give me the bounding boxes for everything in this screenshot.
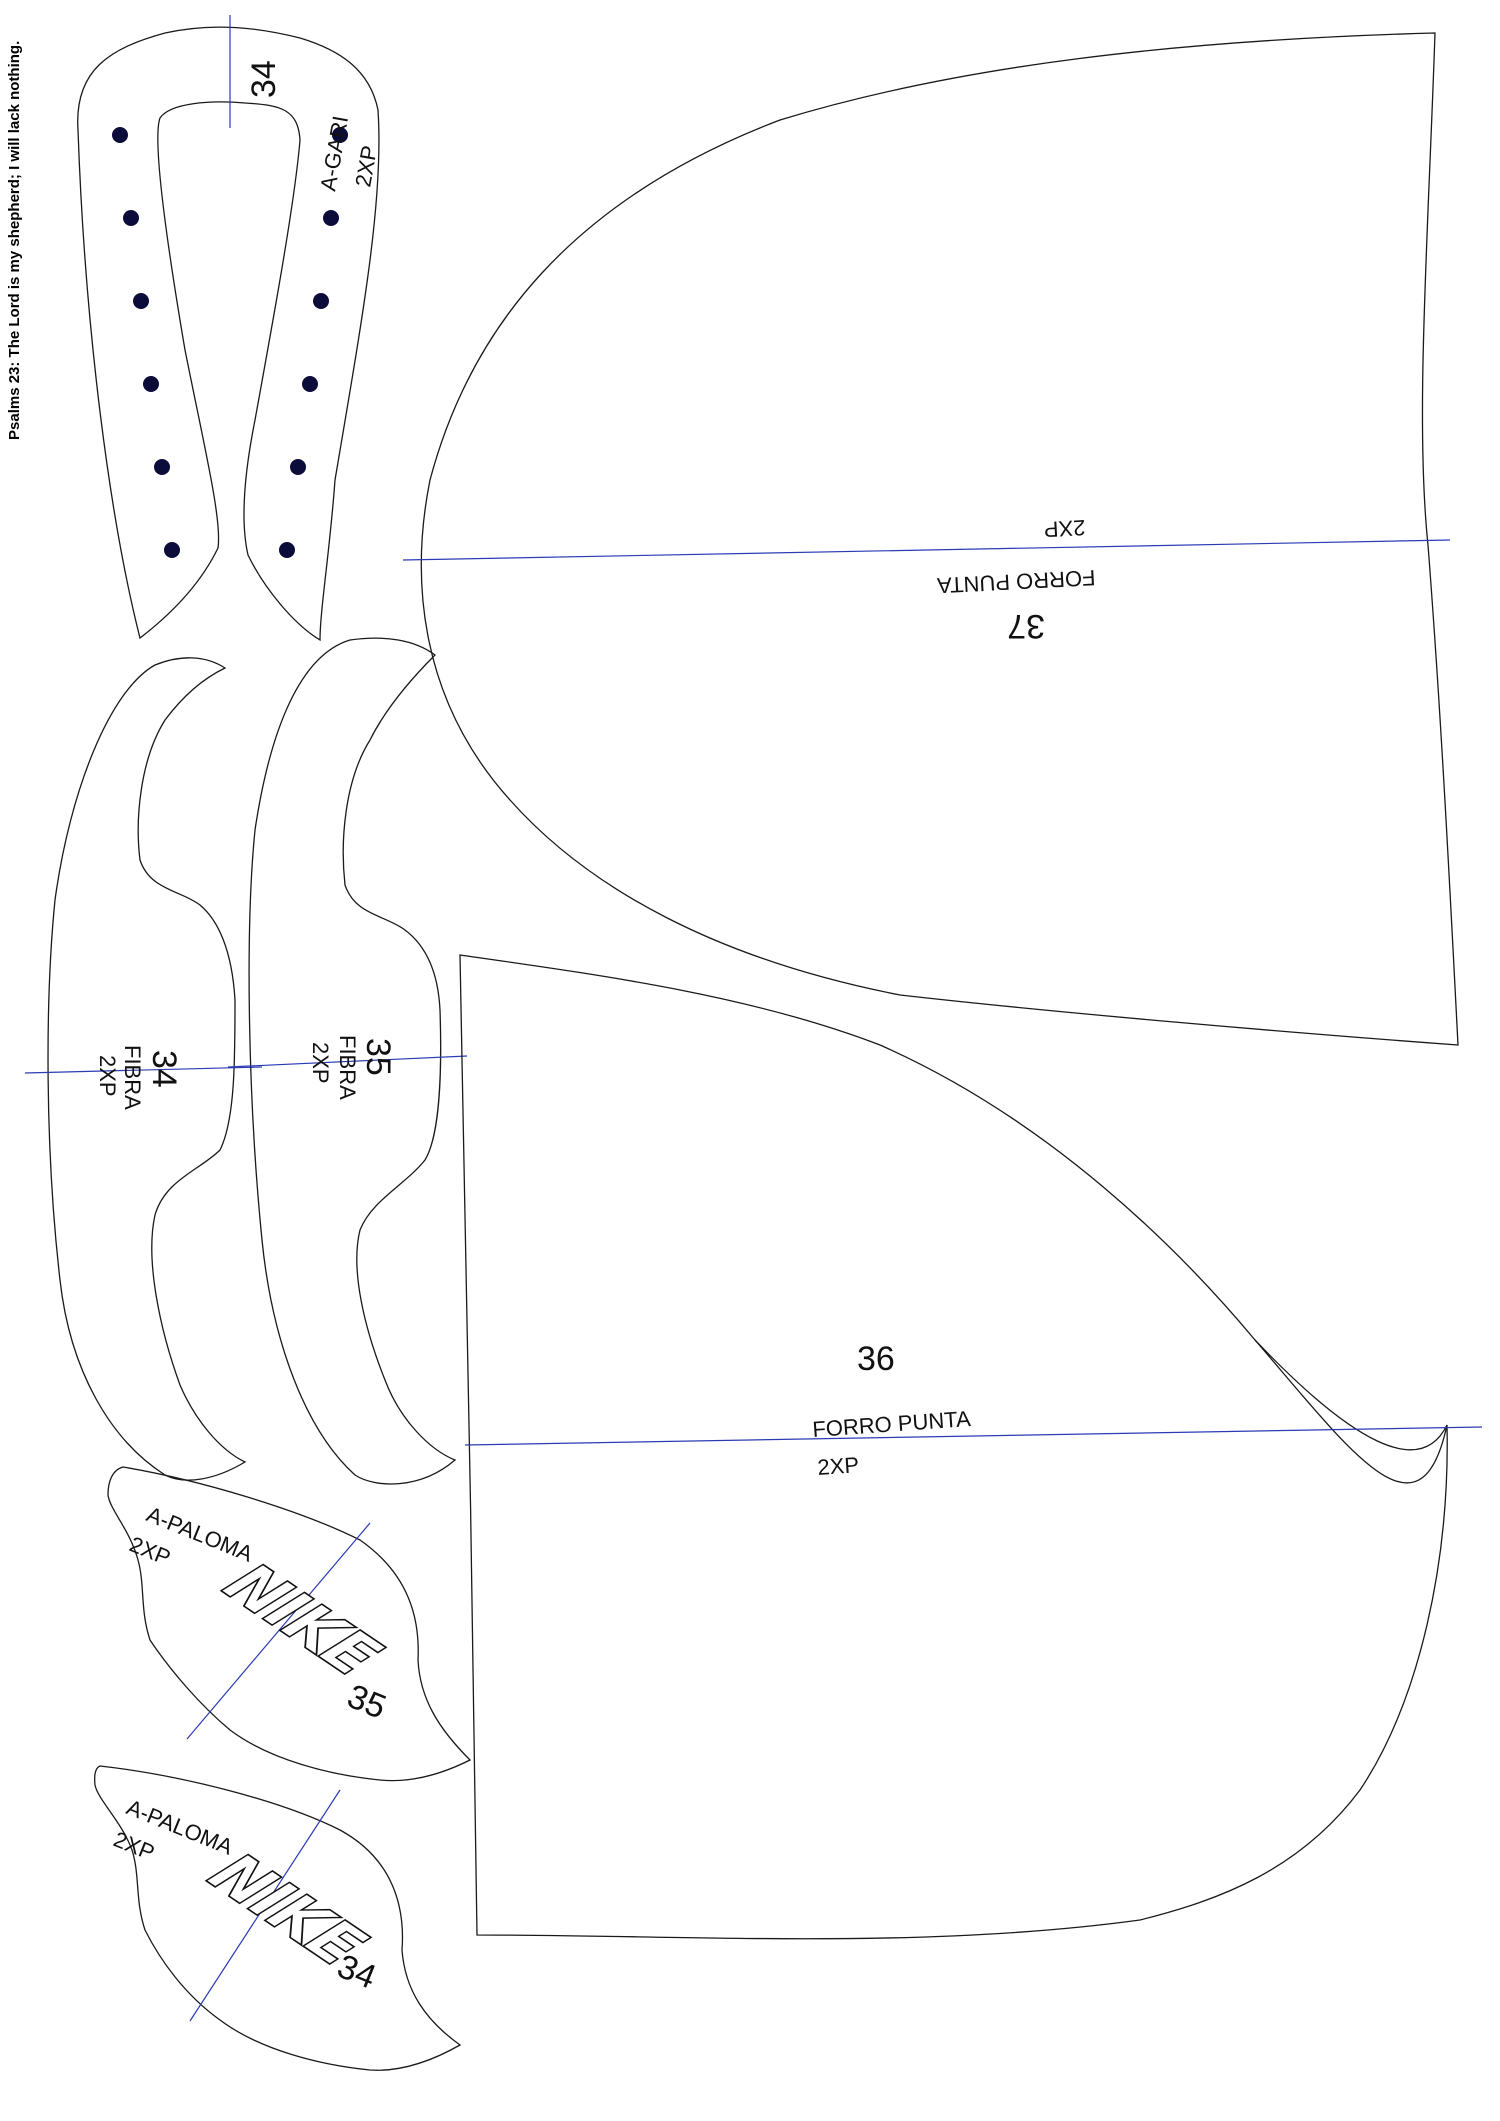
paloma-34-outline xyxy=(94,1765,462,2071)
gari-number: 34 xyxy=(245,60,283,98)
paloma-35-outline xyxy=(107,1466,472,1782)
piece-fibra-34: 34 FIBRA 2XP xyxy=(24,657,263,1481)
eyelet-hole xyxy=(323,210,339,226)
gari-outline xyxy=(77,26,380,642)
fibra-34-qty: 2XP xyxy=(95,1055,120,1097)
eyelet-hole xyxy=(279,542,295,558)
eyelet-hole xyxy=(154,459,170,475)
eyelet-hole xyxy=(313,293,329,309)
paloma-35-logo: NIKE xyxy=(209,1551,396,1690)
forro-36-number: 36 xyxy=(857,1340,895,1378)
fibra-35-name: FIBRA xyxy=(335,1035,360,1100)
piece-gari: 34 A-GARI 2XP xyxy=(77,15,382,642)
paloma-35-qty: 2XP xyxy=(126,1531,174,1570)
forro-37-number: 37 xyxy=(1007,607,1045,645)
paloma-35-number: 35 xyxy=(342,1677,391,1726)
fibra-34-axis-line xyxy=(24,1066,263,1074)
forro-37-axis-line xyxy=(402,539,1451,561)
piece-fibra-35: 35 FIBRA 2XP xyxy=(227,637,468,1485)
fibra-35-outline xyxy=(248,637,457,1485)
piece-paloma-35: A-PALOMA 2XP NIKE 35 xyxy=(107,1466,472,1782)
eyelet-hole xyxy=(133,293,149,309)
eyelet-hole xyxy=(290,459,306,475)
fibra-35-number: 35 xyxy=(359,1038,397,1076)
paloma-35-axis-line xyxy=(186,1522,371,1740)
fibra-34-name: FIBRA xyxy=(120,1045,145,1110)
eyelet-hole xyxy=(332,127,348,143)
forro-36-outline xyxy=(459,954,1448,1940)
eyelet-hole xyxy=(112,127,128,143)
fibra-34-number: 34 xyxy=(145,1050,183,1088)
fibra-35-axis-line xyxy=(227,1055,468,1068)
forro-36-qty: 2XP xyxy=(817,1452,860,1480)
gari-name: A-GARI xyxy=(315,114,353,193)
forro-36-toe-curve xyxy=(1254,1339,1448,1451)
gari-eyelet-holes xyxy=(112,127,348,558)
fibra-34-outline xyxy=(47,657,247,1481)
fibra-35-qty: 2XP xyxy=(308,1042,333,1084)
forro-37-outline xyxy=(420,32,1459,1046)
paloma-34-axis-line xyxy=(189,1789,341,2022)
forro-37-name: FORRO PUNTA xyxy=(936,565,1096,598)
forro-36-axis-line xyxy=(464,1426,1483,1446)
forro-37-qty: 2XP xyxy=(1043,515,1086,542)
piece-paloma-34: A-PALOMA 2XP NIKE 34 xyxy=(94,1765,462,2071)
eyelet-hole xyxy=(164,542,180,558)
piece-forro-37: 37 FORRO PUNTA 2XP xyxy=(402,32,1459,1046)
eyelet-hole xyxy=(302,376,318,392)
margin-note: Psalms 23: The Lord is my shepherd; I wi… xyxy=(6,41,23,440)
eyelet-hole xyxy=(123,210,139,226)
eyelet-hole xyxy=(143,376,159,392)
piece-forro-36: 36 FORRO PUNTA 2XP xyxy=(459,954,1483,1940)
